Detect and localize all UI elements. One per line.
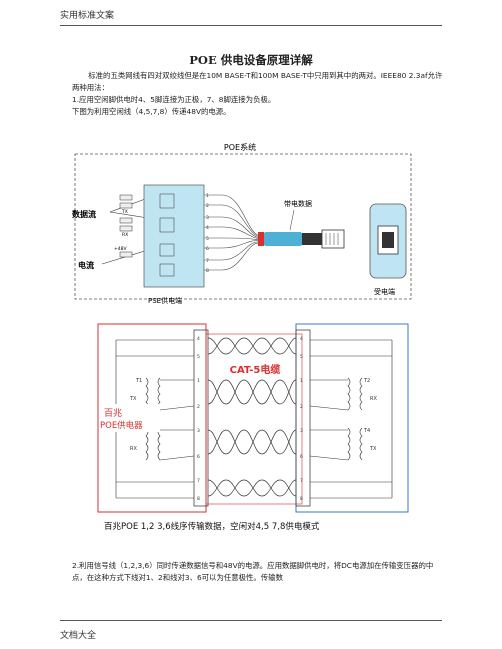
paragraph-method-2: 2.利用信号线（1,2,3,6）同时传递数据信号和48V的电源。应用数据脚供电时… (72, 561, 434, 582)
rx-label: RX (122, 232, 128, 238)
left-pin-2: 2 (197, 404, 200, 410)
right-pin-3: 3 (300, 428, 303, 434)
pd-label: 受电端 (374, 287, 395, 296)
left-rx-label: RX (130, 446, 137, 452)
pin-1: 1 (206, 193, 209, 199)
pse-label-line1: 百兆 (104, 408, 122, 419)
cat5-schematic: 4 5 1 2 3 6 7 8 4 5 1 2 3 6 7 8 CAT-5电缆 (97, 323, 409, 513)
t4-label: T4 (363, 428, 370, 434)
left-pin-7: 7 (197, 478, 200, 484)
paragraph-intro: 标准的五类网线有四对双绞线但是在10M BASE-T和100M BASE-T中只… (72, 71, 443, 92)
poe-system-frame (74, 153, 412, 300)
pse-label: PSE供电端 (148, 296, 182, 305)
tx-label: TX (121, 209, 128, 215)
right-pin-7: 7 (300, 478, 303, 484)
pin-2: 2 (206, 203, 209, 209)
current-label: 电流 (78, 260, 94, 270)
pin-3: 3 (206, 215, 209, 221)
poe-system-diagram: POE系统 数据流 电流 TX RX +48V 1 2 3 4 5 6 7 8 (72, 142, 412, 305)
pin-6: 6 (206, 246, 209, 252)
pin-8: 8 (206, 268, 209, 274)
left-pin-1: 1 (197, 378, 200, 384)
schematic-caption: 百兆POE 1,2 3,6线序传输数据，空闲对4,5 7,8供电模式 (104, 522, 320, 532)
right-pin-2: 2 (300, 404, 303, 410)
right-rx-label: RX (370, 396, 377, 402)
left-pin-6: 6 (197, 454, 200, 460)
cat5-label: CAT-5电缆 (230, 363, 281, 376)
left-pin-4: 4 (197, 336, 200, 342)
document-title: POE 供电设备原理详解 (189, 53, 313, 67)
right-pin-1: 1 (300, 378, 303, 384)
header-rule (60, 25, 442, 26)
right-pin-6: 6 (300, 454, 303, 460)
paragraph-method-1: 1.应用空闲脚供电时4、5脚连接为正极，7、8脚连接为负极。 (72, 95, 276, 104)
page-header: 实用标准文案 (60, 11, 115, 21)
cable-body (264, 232, 302, 246)
pin-7: 7 (206, 258, 209, 264)
right-pin-4: 4 (300, 336, 303, 342)
v48-label: +48V (114, 246, 127, 252)
cable-plug-red (258, 232, 264, 246)
twisted-pairs (207, 337, 297, 497)
right-pin-8: 8 (300, 496, 303, 502)
t1-label: T1 (135, 378, 142, 384)
t2-label: T2 (363, 378, 370, 384)
paragraph-figure-note: 下图为利用空闲线（4,5,7,8）传递48V的电源。 (72, 107, 231, 116)
pd-frame (295, 323, 409, 513)
rj45-connector (321, 229, 345, 249)
page-footer: 文档大全 (60, 631, 97, 641)
data-flow-label: 数据流 (72, 209, 96, 219)
poe-system-label: POE系统 (224, 142, 256, 152)
left-pin-5: 5 (197, 354, 200, 360)
left-pin-8: 8 (197, 496, 200, 502)
pin-5: 5 (206, 236, 209, 242)
left-pin-3: 3 (197, 428, 200, 434)
left-tx-label: TX (129, 396, 137, 402)
footer-rule (60, 620, 442, 621)
pin-4: 4 (206, 225, 209, 231)
cable-label: 带电数据 (284, 199, 312, 208)
right-pin-5: 5 (300, 354, 303, 360)
right-tx-label: TX (369, 446, 377, 452)
pse-label-line2: POE供电器 (100, 420, 143, 431)
